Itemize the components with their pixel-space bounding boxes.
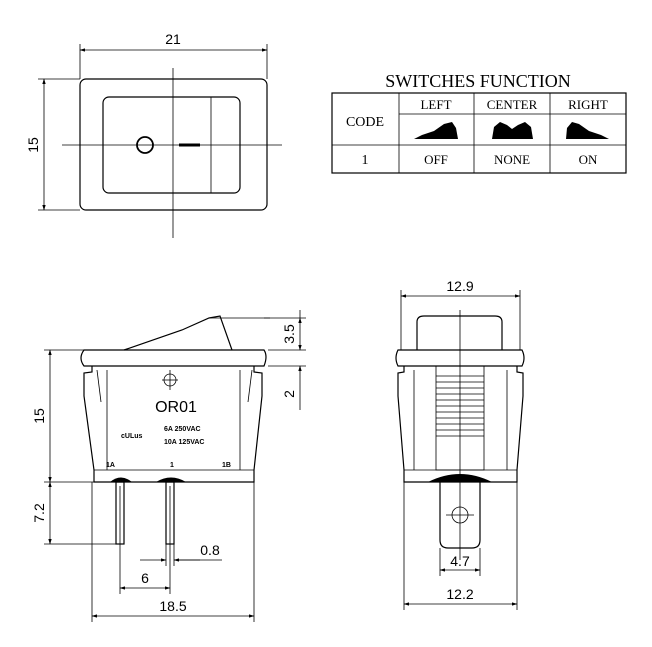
rating-line-1: 6A 250VAC xyxy=(164,426,201,433)
end-bottom-width-label: 12.2 xyxy=(446,586,473,602)
top-height-label: 15 xyxy=(25,137,41,153)
row-code: 1 xyxy=(362,153,369,168)
model-label: OR01 xyxy=(155,399,197,416)
side-view: OR01 cULus 6A 250VAC 10A 125VAC 1A 1 1B … xyxy=(31,310,306,622)
code-header: CODE xyxy=(346,115,384,130)
table-title: SWITCHES FUNCTION xyxy=(385,71,571,91)
body-height-label: 15 xyxy=(31,408,47,424)
end-top-width-label: 12.9 xyxy=(446,278,473,294)
row-right-value: ON xyxy=(579,152,598,167)
off-symbol-icon xyxy=(136,136,154,154)
flange-label: 2 xyxy=(281,390,297,398)
rocker-right-icon xyxy=(566,122,609,139)
col-left-header: LEFT xyxy=(420,97,451,112)
pin-width-label: 0.8 xyxy=(200,542,220,558)
end-view: 12.9 4.7 12.2 xyxy=(395,278,525,610)
top-view: 21 15 xyxy=(25,31,282,238)
col-right-header: RIGHT xyxy=(568,97,608,112)
pin-length-label: 7.2 xyxy=(31,503,47,523)
col-center-header: CENTER xyxy=(487,97,538,112)
terminal-width-label: 4.7 xyxy=(450,553,470,569)
overall-width-label: 18.5 xyxy=(159,598,186,614)
pin-pitch-label: 6 xyxy=(141,570,149,586)
row-left-value: OFF xyxy=(424,152,448,167)
row-center-value: NONE xyxy=(494,152,530,167)
rocker-height-label: 3.5 xyxy=(281,324,297,344)
top-width-label: 21 xyxy=(165,31,181,47)
rocker-center-icon xyxy=(492,122,533,139)
rating-line-2: 10A 125VAC xyxy=(164,439,204,446)
pin-label-1a: 1A xyxy=(106,462,115,469)
rocker-left-icon xyxy=(414,122,458,139)
pin-label-1b: 1B xyxy=(222,462,231,469)
pin-label-1: 1 xyxy=(170,462,174,469)
cert-mark: cULus xyxy=(121,433,143,440)
switch-function-table: SWITCHES FUNCTION CODE LEFT CENTER RIGHT… xyxy=(331,71,627,174)
top-view-bezel xyxy=(79,78,268,211)
